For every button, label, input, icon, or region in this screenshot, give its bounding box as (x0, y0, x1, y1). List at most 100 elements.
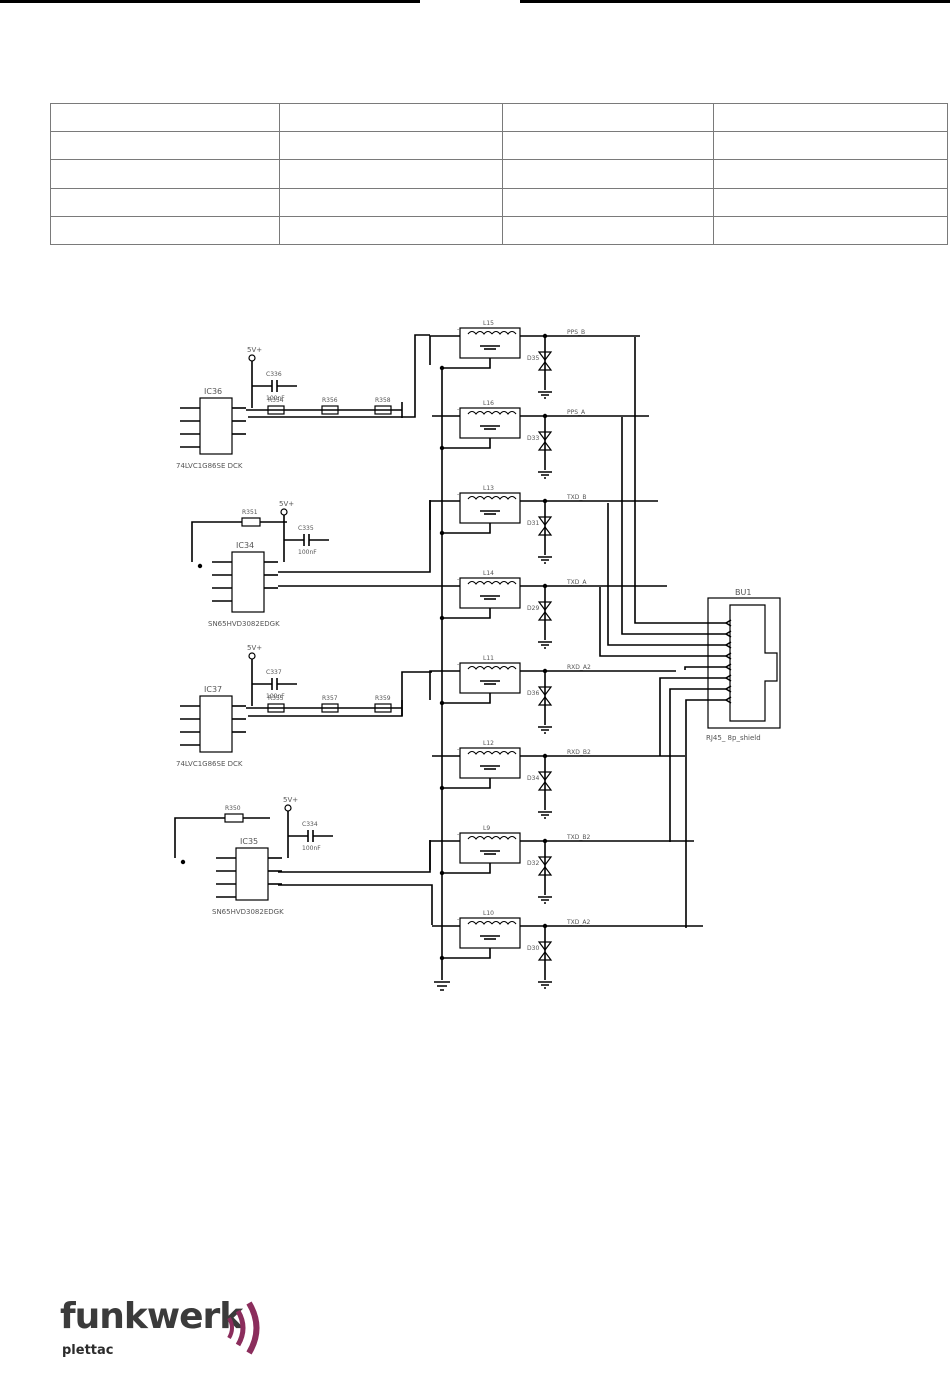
net-label: TXD_B2 (566, 834, 591, 841)
transformer-coil-icon (467, 920, 517, 925)
diode-ref: D31 (527, 520, 539, 527)
wire (685, 699, 726, 928)
connector-pin (725, 619, 732, 627)
transformer-coil-icon (467, 330, 517, 335)
supply-label: 5V+ (247, 644, 262, 652)
junction-dot (439, 955, 445, 961)
junction-dot (542, 668, 548, 674)
table-cell (502, 187, 714, 217)
wire (621, 417, 726, 635)
diode-ref: D36 (527, 690, 539, 697)
junction-dot (197, 563, 203, 569)
transformer-ref: L10 (483, 910, 494, 917)
table-cell (50, 131, 280, 161)
supply-label: 5V+ (279, 500, 294, 508)
wire (429, 335, 460, 365)
resistor-ref: R350 (225, 805, 241, 812)
transformer-coil-icon (467, 410, 517, 415)
resistor (224, 813, 244, 823)
ic-part: SN65HVD3082EDGK (212, 908, 284, 916)
table-row (50, 102, 948, 133)
ground-icon (538, 391, 552, 399)
junction-dot (180, 859, 186, 865)
table-cell (713, 159, 948, 189)
ground-icon (538, 811, 552, 819)
diode-ref: D32 (527, 860, 539, 867)
diode-ref: D35 (527, 355, 539, 362)
transformer-ref: L11 (483, 655, 494, 662)
resistor-ref: R351 (242, 509, 258, 516)
transformer-coil-icon (467, 495, 517, 500)
connector-pin (725, 685, 732, 693)
transformer-coil-icon (467, 750, 517, 755)
tvs-diode-icon (537, 856, 553, 876)
ground-icon (434, 981, 450, 991)
capacitor-ref: C336 (266, 371, 282, 378)
diode-ref: D33 (527, 435, 539, 442)
logo-wordmark: funkwerk (60, 1296, 243, 1337)
connector-pin (725, 663, 732, 671)
junction-dot (439, 445, 445, 451)
net-label: TXD_A2 (566, 919, 591, 926)
transformer-coil-icon (467, 580, 517, 585)
tvs-diode-icon (537, 516, 553, 536)
connector-body (707, 597, 781, 729)
ic-chip (199, 695, 233, 753)
wire (174, 817, 225, 858)
net-label: PPS_A (567, 409, 586, 416)
connector-pin (725, 674, 732, 682)
transformer-pin: - (457, 831, 459, 838)
resistor-ref: R356 (322, 397, 338, 404)
page-top-rule (0, 0, 950, 3)
wire (442, 608, 491, 619)
table-cell (50, 102, 280, 133)
ground-icon (538, 641, 552, 649)
ic-part: 74LVC1G86SE DCK (176, 760, 243, 768)
wire (442, 358, 491, 369)
ic-part: 74LVC1G86SE DCK (176, 462, 243, 470)
transformer-ref: L15 (483, 320, 494, 327)
rj45-socket-icon (729, 604, 778, 722)
junction-dot (542, 753, 548, 759)
wire (278, 884, 433, 925)
wire (634, 337, 726, 624)
net-label: TXD_B (566, 494, 587, 501)
transformer-pin: - (457, 326, 459, 333)
wire (429, 500, 460, 530)
table-cell (502, 159, 714, 189)
net-label: RXD_B2 (567, 749, 591, 756)
signal-waves-icon (227, 1301, 260, 1355)
table-cell (279, 159, 503, 189)
tvs-diode-icon (537, 771, 553, 791)
net-label: TXD_A (566, 579, 587, 586)
capacitor-value: 100nF (302, 845, 321, 852)
wire (442, 863, 491, 874)
ic-ref: IC37 (204, 685, 222, 694)
table-cell (279, 187, 503, 217)
transformer-ref: L14 (483, 570, 494, 577)
table-row (50, 159, 948, 189)
supply-label: 5V+ (247, 346, 262, 354)
supply-label: 5V+ (283, 796, 298, 804)
table-cell (50, 159, 280, 189)
wire (442, 778, 491, 789)
capacitor-value: 100nF (266, 395, 285, 402)
table-cell (279, 215, 503, 246)
table-cell (50, 187, 280, 217)
wire (599, 587, 726, 657)
junction-dot (542, 838, 548, 844)
wire (191, 521, 242, 562)
table-row (50, 131, 948, 161)
connector-pin (725, 652, 732, 660)
tvs-diode-icon (537, 941, 553, 961)
connector-ref: BU1 (735, 588, 751, 597)
table-cell (713, 102, 948, 133)
table-row (50, 215, 948, 246)
transformer-ref: L9 (483, 825, 490, 832)
connector-pin (725, 630, 732, 638)
transformer-pin: - (457, 661, 459, 668)
ic-chip (235, 847, 269, 901)
header-table (50, 102, 948, 246)
connector-pin (725, 696, 732, 704)
tvs-diode-icon (537, 686, 553, 706)
